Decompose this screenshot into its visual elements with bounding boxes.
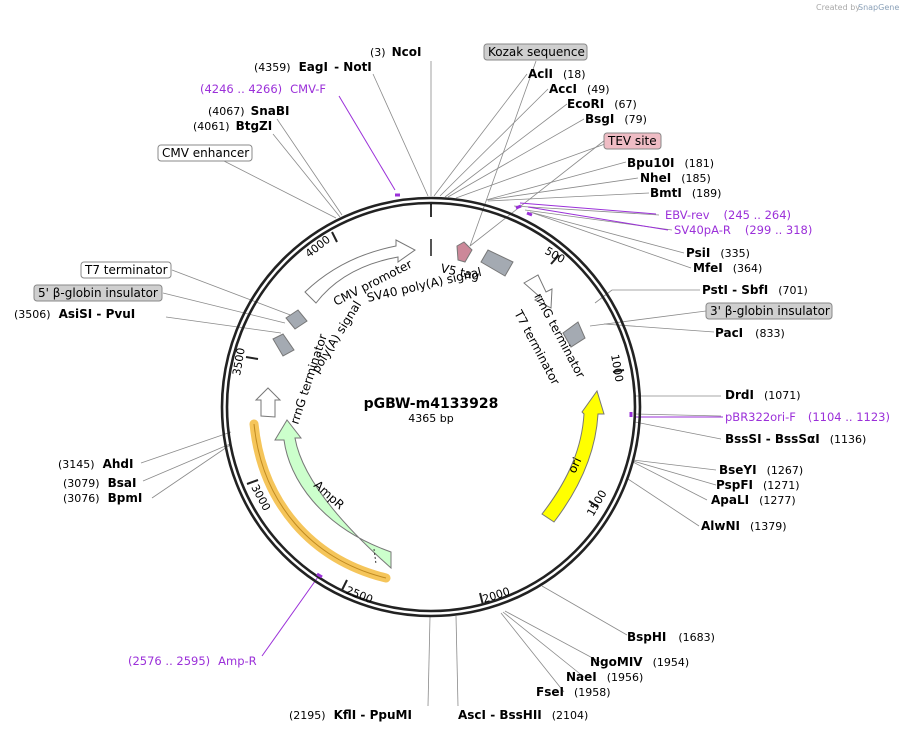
plasmid-name: pGBW-m4133928 [364,396,499,412]
site-nhei: NheI(185) [640,171,711,185]
site-psti-sbfi: PstI - SbfI(701) [702,283,808,297]
ori-label: ori [565,455,584,475]
amp-highlight-edge [253,423,387,579]
site-acci: AccI(49) [549,82,610,96]
t7-text: T7 terminator [84,263,168,277]
site-paci: PacI(833) [715,326,785,340]
insulator-3-feature[interactable] [562,321,586,348]
cmv-promoter-feature[interactable] [304,239,416,304]
site-ecori: EcoRI(67) [567,97,637,111]
insulator-3-text: 3' β-globin insulator [710,304,830,318]
sv40-polya-feature[interactable] [480,249,514,277]
rrng-terminator-right[interactable] [523,274,553,309]
tick-label-500: 500 [543,244,568,266]
ori-feature[interactable] [541,389,605,523]
primer-leaders [261,95,723,657]
insulator-5-feature[interactable] [285,309,308,330]
site-bmti: BmtI(189) [650,186,721,200]
boxed-label-insulator-3: 3' β-globin insulator [705,302,833,320]
boxed-label-insulator-5: 5' β-globin insulator [33,284,163,302]
plasmid-length: 4365 bp [408,412,453,425]
site-bseyi: BseYI(1267) [719,463,803,477]
backbone-outer [220,196,642,618]
v5-tag-feature[interactable] [456,241,473,263]
site-snabi: (4067)SnaBI [208,104,289,118]
watermark-brand: SnapGene [858,3,899,12]
site-kfli-ppumi: (2195)KflI - PpuMI [289,708,412,722]
primer-amp-r: (2576 .. 2595)Amp-R [128,654,257,668]
site-bsphi: BspHI(1683) [627,630,715,644]
site-naei: NaeI(1956) [566,670,643,684]
kozak-text: Kozak sequence [488,45,585,59]
boxed-label-kozak: Kozak sequence [483,43,588,61]
site-ahdi: (3145)AhdI [58,457,133,471]
site-bsgi: BsgI(79) [585,112,647,126]
watermark-prefix: Created by [816,3,860,12]
tick-label-3500: 3500 [230,347,248,377]
site-ncoi: (3)NcoI [370,45,421,59]
site-btgzi: (4061)BtgZI [193,119,272,133]
insulator-5-text: 5' β-globin insulator [38,286,158,300]
site-bpmi: (3076)BpmI [63,491,142,505]
site-psii: PsiI(335) [686,246,750,260]
leader-lines [140,60,722,707]
primer-sv40pa-r: SV40pA-R(299 .. 318) [674,223,812,237]
site-asci-bsshii: AscI - BssHII(2104) [458,708,588,722]
primer-pbr322ori-f: pBR322ori-F(1104 .. 1123) [725,410,890,424]
rrng-left-label: rrnG terminator [288,332,330,426]
cmv-enhancer-text: CMV enhancer [162,146,249,160]
site-alwni: AlwNI(1379) [701,519,787,533]
site-acli: AclI(18) [528,67,586,81]
boxed-label-cmv-enhancer: CMV enhancer [157,144,253,162]
boxed-label-tev: TEV site [603,132,662,150]
ampr-feature[interactable] [274,419,392,570]
site-eagi-noti: (4359)EagI - NotI [254,60,372,74]
primer-ebv-rev: EBV-rev(245 .. 264) [665,208,791,222]
site-bsssi: BssSI - BssSαI(1136) [725,432,866,446]
site-mfei: MfeI(364) [693,261,762,275]
site-bsai: (3079)BsaI [63,476,136,490]
primer-markers [316,193,633,579]
site-apali: ApaLI(1277) [711,493,796,507]
ampr-divider [373,548,377,565]
tev-text: TEV site [607,134,657,148]
boxed-label-t7: T7 terminator [80,261,172,279]
site-fsei: FseI(1958) [536,685,611,699]
t7-terminator-feature-left[interactable] [272,333,295,357]
site-asisi-pvui: (3506)AsiSI - PvuI [14,307,135,321]
site-drdi: DrdI(1071) [725,388,801,402]
primer-cmv-f: (4246 .. 4266)CMV-F [200,82,326,96]
rrng-terminator-left[interactable] [254,387,282,418]
site-ngomiv: NgoMIV(1954) [590,655,689,669]
site-pspfi: PspFI(1271) [716,478,800,492]
tick-label-1000: 1000 [608,353,626,383]
site-bpu10i: Bpu10I(181) [627,156,714,170]
